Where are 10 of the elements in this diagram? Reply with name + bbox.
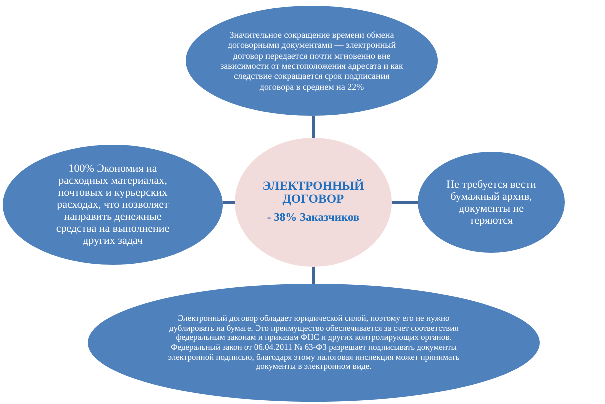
connector-line xyxy=(312,267,315,284)
node-text: 100% Экономия на расходных материалах, почтовых и курьерских расходах, что позволяет направить денежные средства на выполнение других задач xyxy=(55,163,171,247)
connector-line xyxy=(222,201,235,204)
node-title: ЭЛЕКТРОННЫЙ ДОГОВОР xyxy=(262,180,366,206)
connector-line xyxy=(392,201,418,204)
node-text: Электронный договор обладает юридической силой, поэтому его не нужно дублировать на бумаге. Это преимущество обеспечивается за счет соответствия федеральным законам и приказам ФНС и других контролирующих органов. Федеральный закон от 06.04.2011 № 63-ФЗ разрешает подписывать документы электронной подписью, благодаря этому налоговая инспекция может принимать документы в электронном виде. xyxy=(167,314,461,372)
node-text: Значительное сокращение времени обмена договорными документами — электронный договор передается почти мгновенно вне зависимости от местоположения адресата и как следствие сокращается срок подписания договора в среднем на 22% xyxy=(220,30,404,92)
node-text: Не требуется вести бумажный архив, документы не теряются xyxy=(446,178,538,226)
node-subtitle: - 38% Заказчиков xyxy=(266,212,361,225)
connector-line xyxy=(312,116,315,138)
